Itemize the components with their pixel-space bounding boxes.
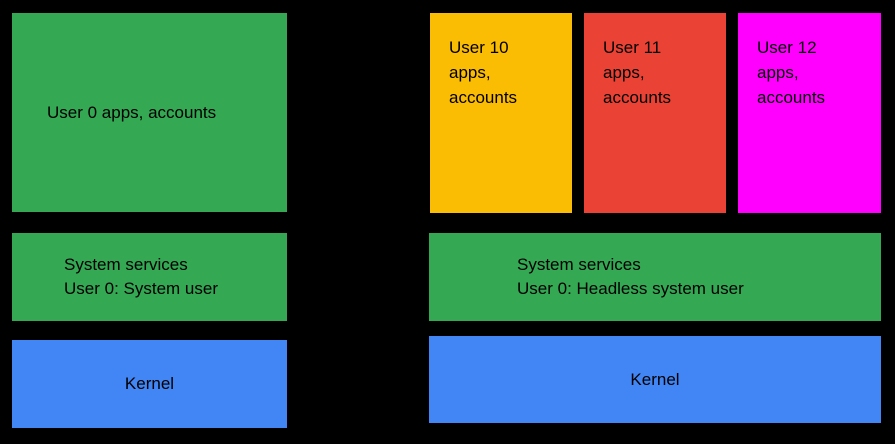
user10-line3: accounts bbox=[449, 88, 518, 107]
user11-line2: apps, bbox=[603, 63, 645, 82]
user12-apps-box: User 12 apps, accounts bbox=[738, 13, 881, 213]
user12-line3: accounts bbox=[757, 88, 826, 107]
left-kernel-label: Kernel bbox=[124, 374, 175, 393]
user11-line1: User 11 bbox=[603, 38, 662, 57]
user10-apps-box: User 10 apps, accounts bbox=[430, 13, 572, 213]
user10-line1: User 10 bbox=[449, 38, 509, 57]
left-user0-apps-box: User 0 apps, accounts bbox=[12, 13, 287, 212]
right-system-services-line2: User 0: Headless system user bbox=[517, 279, 744, 298]
right-kernel-box: Kernel bbox=[429, 336, 881, 423]
left-user0-apps-label: User 0 apps, accounts bbox=[47, 102, 217, 122]
right-system-services-line1: System services bbox=[517, 255, 641, 274]
user11-line3: accounts bbox=[603, 88, 672, 107]
left-system-services-box: System services User 0: System user bbox=[12, 233, 287, 321]
user10-line2: apps, bbox=[449, 63, 491, 82]
left-system-services-line2: User 0: System user bbox=[64, 279, 218, 298]
left-system-services-line1: System services bbox=[64, 255, 188, 274]
left-kernel-box: Kernel bbox=[12, 340, 287, 428]
right-kernel-label: Kernel bbox=[630, 369, 680, 389]
right-system-services-box: System services User 0: Headless system … bbox=[429, 233, 881, 321]
user11-apps-box: User 11 apps, accounts bbox=[584, 13, 726, 213]
user12-line2: apps, bbox=[757, 63, 799, 82]
user12-line1: User 12 bbox=[757, 38, 817, 57]
